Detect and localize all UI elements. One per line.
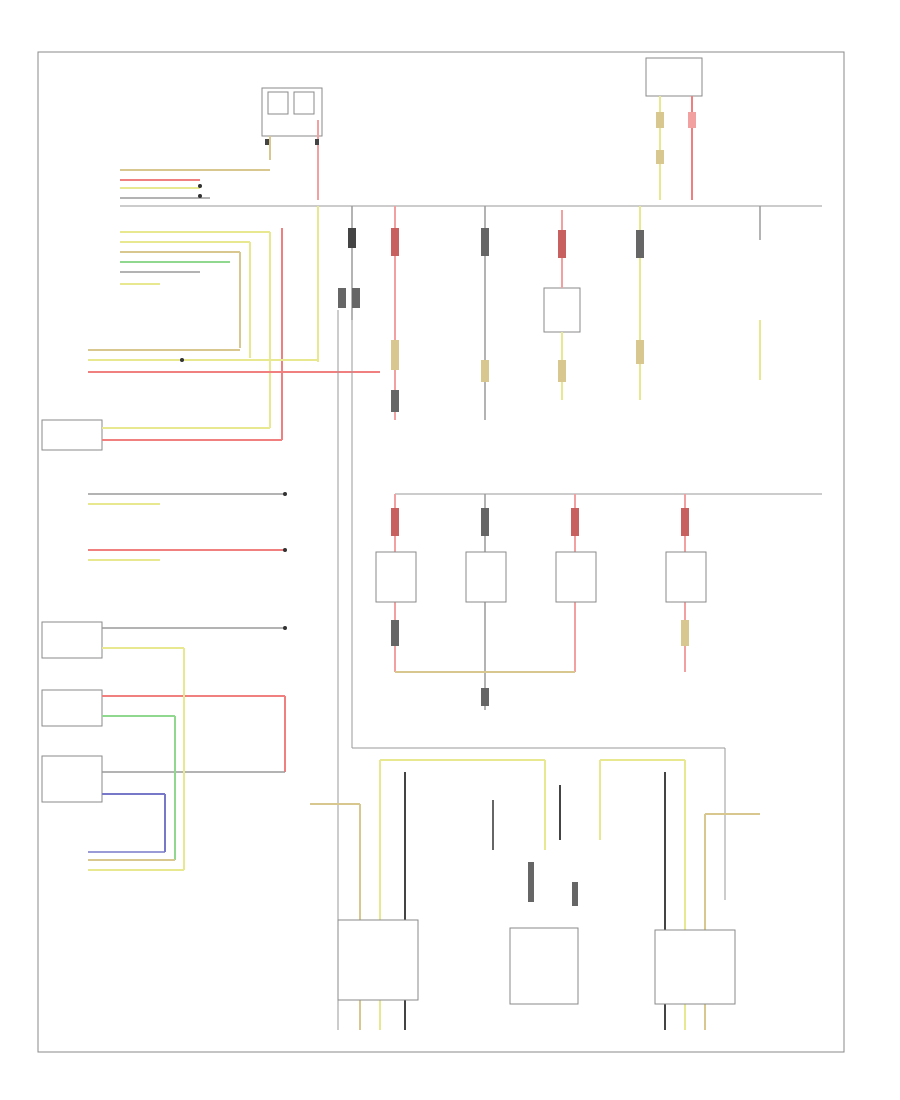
bottom-harness <box>310 759 760 1030</box>
left-lamp-unit-3 <box>41 689 286 772</box>
left-lamp-unit-1 <box>41 419 282 451</box>
diagram-frame <box>37 51 845 1053</box>
branch-units-top <box>338 206 761 420</box>
left-lamp-unit-2 <box>41 621 287 659</box>
branch-units-middle <box>375 494 707 710</box>
top-right-module <box>645 57 703 200</box>
fuse-box-module <box>261 87 323 200</box>
left-lamp-unit-4 <box>41 755 285 803</box>
left-connector-bank <box>120 169 270 285</box>
